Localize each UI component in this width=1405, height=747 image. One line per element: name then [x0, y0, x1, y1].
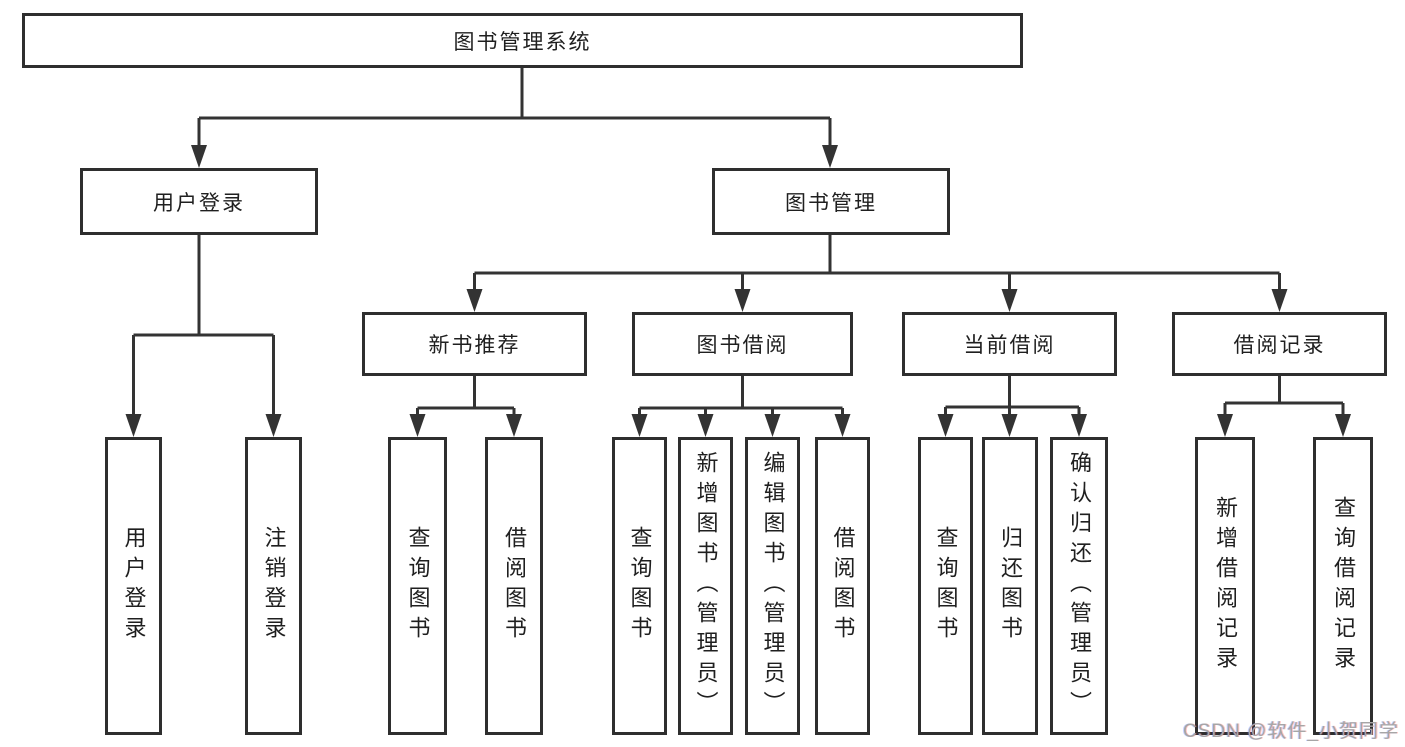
leaf-user-login: 用户登录	[105, 437, 162, 735]
leaf-query-borrow-record: 查询借阅记录	[1313, 437, 1373, 735]
watermark: CSDN @软件_小贺同学	[1183, 721, 1399, 742]
leaf-add-books-admin: 新增图书（管理员）	[678, 437, 733, 735]
node-current-borrowing: 当前借阅	[902, 312, 1117, 376]
leaf-confirm-return-admin: 确认归还（管理员）	[1050, 437, 1108, 735]
leaf-return-books: 归还图书	[982, 437, 1038, 735]
leaf-edit-books-admin: 编辑图书（管理员）	[745, 437, 800, 735]
node-library-management-system: 图书管理系统	[22, 13, 1023, 68]
node-borrowing-records: 借阅记录	[1172, 312, 1387, 376]
leaf-borrow-books-recommend: 借阅图书	[485, 437, 543, 735]
node-user-login: 用户登录	[80, 168, 318, 235]
leaf-add-borrow-record: 新增借阅记录	[1195, 437, 1255, 735]
leaf-borrow-books-borrowing: 借阅图书	[815, 437, 870, 735]
leaf-query-books-recommend: 查询图书	[388, 437, 447, 735]
leaf-query-books-borrowing: 查询图书	[612, 437, 667, 735]
leaf-logout-login: 注销登录	[245, 437, 302, 735]
node-new-book-recommendation: 新书推荐	[362, 312, 587, 376]
leaf-query-books-current: 查询图书	[918, 437, 973, 735]
node-book-management: 图书管理	[712, 168, 950, 235]
node-book-borrowing: 图书借阅	[632, 312, 853, 376]
